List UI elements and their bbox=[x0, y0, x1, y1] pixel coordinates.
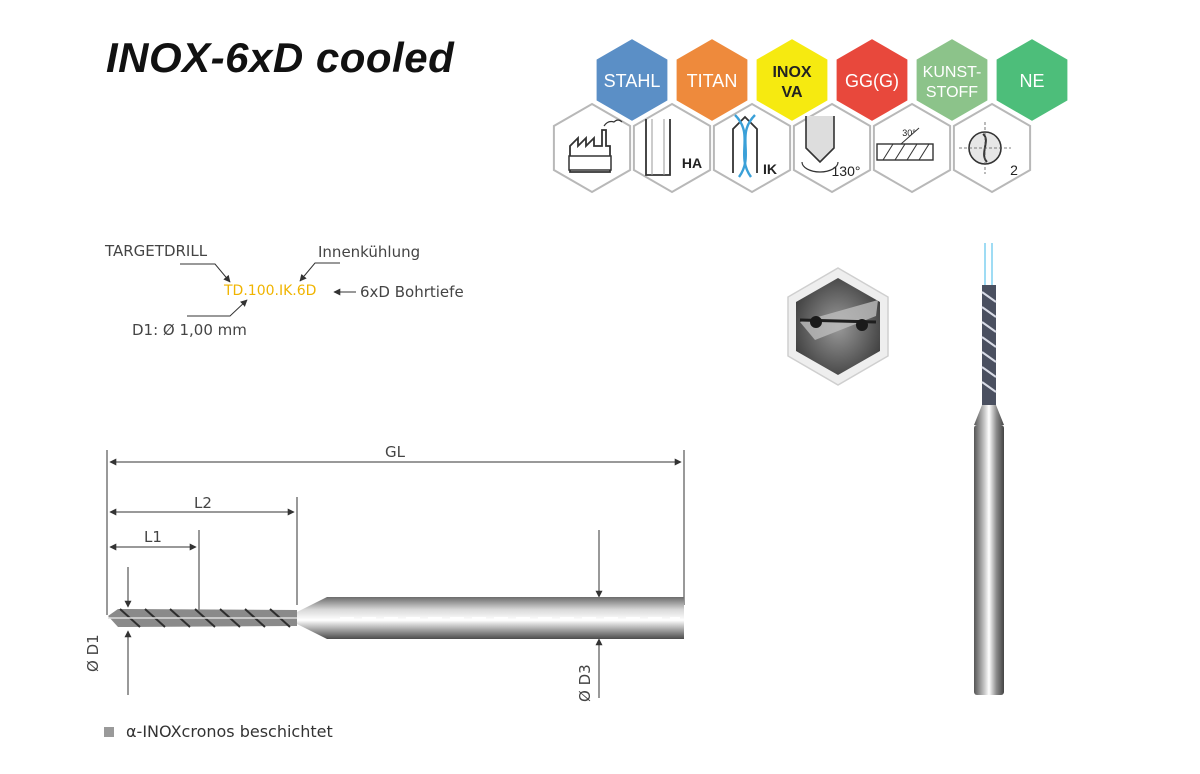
legend-text: α-INOXcronos beschichtet bbox=[126, 722, 333, 741]
material-badge-stahl: STAHL bbox=[594, 36, 670, 124]
dim-d3: Ø D3 bbox=[576, 664, 594, 702]
dim-gl: GL bbox=[385, 443, 405, 461]
brand-label: TARGETDRILL bbox=[105, 242, 208, 260]
material-label: VA bbox=[781, 84, 802, 101]
material-badge-ggg: GG(G) bbox=[834, 36, 910, 124]
legend-marker bbox=[104, 726, 114, 737]
feature-label: IK bbox=[763, 161, 777, 177]
drill-tip-photo bbox=[787, 267, 889, 386]
dim-l2: L2 bbox=[194, 494, 212, 512]
feature-label: 2 bbox=[1010, 162, 1018, 178]
material-label: TITAN bbox=[687, 71, 738, 91]
material-label: INOX bbox=[772, 64, 811, 81]
drill-drawing bbox=[108, 597, 684, 639]
material-badge-ne: NE bbox=[994, 36, 1070, 124]
coating-legend: α-INOXcronos beschichtet bbox=[104, 722, 333, 741]
feature-label: HA bbox=[682, 155, 702, 171]
material-label: KUNST- bbox=[923, 64, 982, 81]
feature-label: 130° bbox=[832, 163, 861, 179]
diameter-label: D1: Ø 1,00 mm bbox=[132, 321, 247, 339]
material-badge-inox: INOX VA bbox=[754, 36, 830, 124]
factory-icon bbox=[568, 119, 623, 173]
feature-badge-shank: HA bbox=[632, 102, 712, 194]
drill-photo bbox=[974, 243, 1004, 695]
dim-l1: L1 bbox=[144, 528, 162, 546]
point-angle-icon bbox=[801, 116, 839, 173]
shank-icon bbox=[645, 119, 671, 176]
page-title: INOX-6xD cooled bbox=[106, 34, 455, 81]
helix-angle-icon bbox=[876, 127, 934, 161]
material-badge-kunst: KUNST- STOFF bbox=[914, 36, 990, 124]
material-label: STAHL bbox=[604, 71, 661, 91]
cooling-label: Innenkühlung bbox=[318, 243, 421, 261]
material-badge-titan: TITAN bbox=[674, 36, 750, 124]
coolant-icon bbox=[732, 114, 758, 178]
material-label: NE bbox=[1019, 71, 1044, 91]
product-code: TD.100.IK.6D bbox=[224, 283, 317, 299]
flutes-icon bbox=[959, 122, 1011, 174]
material-label: STOFF bbox=[926, 84, 978, 101]
depth-label: 6xD Bohrtiefe bbox=[360, 283, 464, 301]
feature-badge-helix-angle: 30° bbox=[872, 102, 952, 194]
material-label: GG(G) bbox=[845, 71, 899, 91]
feature-label: 30° bbox=[902, 128, 916, 138]
dim-d1: Ø D1 bbox=[84, 634, 102, 672]
